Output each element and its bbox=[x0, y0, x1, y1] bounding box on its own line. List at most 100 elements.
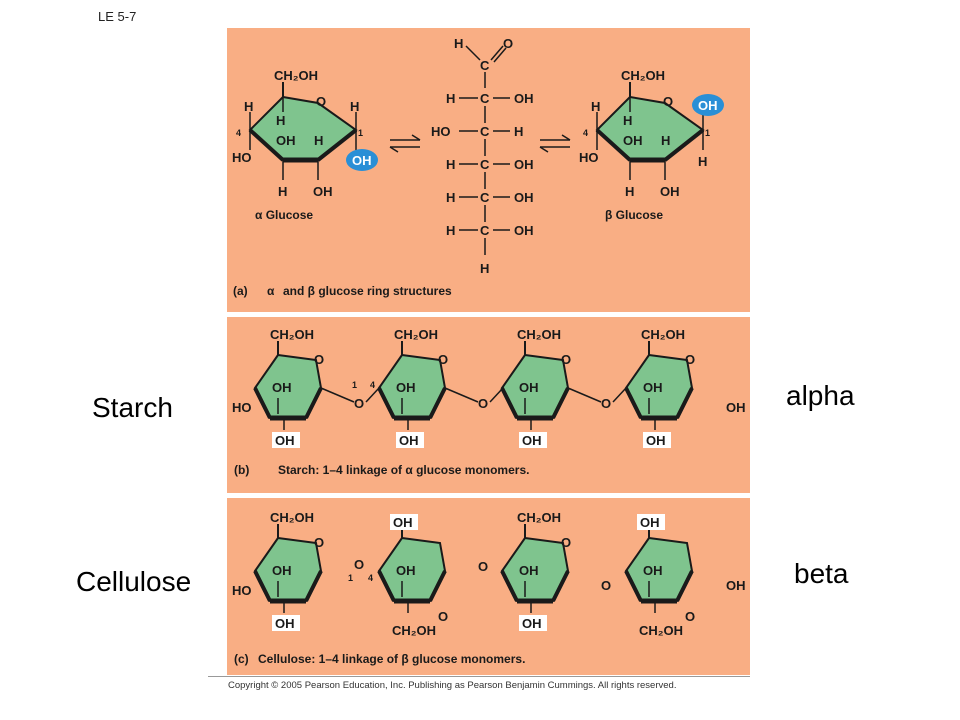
svg-text:OH: OH bbox=[522, 433, 542, 448]
alpha-glucose-name: α Glucose bbox=[255, 208, 313, 222]
glucose-monomer: OH O OH CH₂OH bbox=[377, 514, 448, 638]
svg-text:OH: OH bbox=[399, 433, 419, 448]
panel-c-tag: (c) bbox=[234, 652, 249, 666]
cellulose-label: Cellulose bbox=[76, 566, 192, 597]
svg-text:O: O bbox=[438, 609, 448, 624]
svg-text:1: 1 bbox=[358, 128, 363, 138]
panel-a-ring-structures bbox=[227, 28, 750, 312]
svg-text:OH: OH bbox=[352, 153, 372, 168]
linear-chain-row: H C OH bbox=[446, 157, 534, 189]
svg-text:H: H bbox=[454, 36, 463, 51]
svg-text:OH: OH bbox=[396, 380, 416, 395]
svg-text:CH₂OH: CH₂OH bbox=[641, 327, 685, 342]
svg-text:OH: OH bbox=[640, 515, 660, 530]
svg-text:H: H bbox=[698, 154, 707, 169]
equilibrium-arrows-right bbox=[539, 134, 571, 153]
svg-text:OH: OH bbox=[514, 91, 534, 106]
svg-text:O: O bbox=[314, 352, 324, 367]
svg-text:O: O bbox=[685, 352, 695, 367]
svg-text:HO: HO bbox=[579, 150, 599, 165]
svg-text:OH: OH bbox=[514, 190, 534, 205]
ch2oh-label: CH₂OH bbox=[274, 68, 318, 83]
svg-text:CH₂OH: CH₂OH bbox=[394, 327, 438, 342]
svg-text:C: C bbox=[480, 124, 490, 139]
svg-text:CH₂OH: CH₂OH bbox=[639, 623, 683, 638]
svg-text:CH₂OH: CH₂OH bbox=[392, 623, 436, 638]
svg-text:H: H bbox=[314, 133, 323, 148]
svg-text:H: H bbox=[244, 99, 253, 114]
beta-label: beta bbox=[794, 558, 849, 589]
glycosidic-oxygen: O bbox=[601, 578, 611, 593]
alpha-oh-highlight bbox=[346, 149, 378, 171]
svg-text:O: O bbox=[503, 36, 513, 51]
svg-text:OH: OH bbox=[313, 184, 333, 199]
slide-label: LE 5-7 bbox=[98, 9, 137, 24]
svg-text:HO: HO bbox=[232, 150, 252, 165]
svg-text:OH: OH bbox=[275, 616, 295, 631]
linear-chain-row: H C OH bbox=[446, 190, 534, 222]
svg-text:4: 4 bbox=[368, 573, 373, 583]
svg-text:CH₂OH: CH₂OH bbox=[621, 68, 665, 83]
svg-text:O: O bbox=[685, 609, 695, 624]
svg-text:H: H bbox=[625, 184, 634, 199]
glucose-monomer: OH O OH CH₂OH bbox=[624, 514, 695, 638]
svg-text:OH: OH bbox=[660, 184, 680, 199]
svg-text:O: O bbox=[561, 535, 571, 550]
svg-text:C: C bbox=[480, 223, 490, 238]
svg-text:OH: OH bbox=[514, 223, 534, 238]
svg-text:H: H bbox=[591, 99, 600, 114]
svg-text:OH: OH bbox=[396, 563, 416, 578]
glycosidic-oxygen: O bbox=[478, 559, 488, 574]
svg-text:OH: OH bbox=[272, 380, 292, 395]
svg-text:OH: OH bbox=[393, 515, 413, 530]
svg-text:O: O bbox=[561, 352, 571, 367]
svg-text:OH: OH bbox=[522, 616, 542, 631]
svg-text:1: 1 bbox=[352, 380, 357, 390]
svg-text:H: H bbox=[446, 91, 455, 106]
svg-text:H: H bbox=[480, 261, 489, 276]
ring-oxygen: O bbox=[316, 94, 326, 109]
chain-end-right: OH bbox=[726, 578, 746, 593]
starch-chain: CH₂OHOOHOHOCH₂OHOOHOHOCH₂OHOOHOHOCH₂OHOO… bbox=[232, 327, 746, 448]
panel-b-tag: (b) bbox=[234, 463, 249, 477]
svg-text:4: 4 bbox=[583, 128, 588, 138]
svg-text:α: α bbox=[267, 284, 275, 298]
glycosidic-oxygen: O bbox=[354, 557, 364, 572]
svg-text:CH₂OH: CH₂OH bbox=[270, 510, 314, 525]
linear-chain-row: H C OH bbox=[446, 91, 534, 123]
svg-text:OH: OH bbox=[275, 433, 295, 448]
svg-text:C: C bbox=[480, 190, 490, 205]
svg-text:4: 4 bbox=[236, 128, 241, 138]
cellulose-chain: CH₂OHOOHOHOOHOOHCH₂OHOCH₂OHOOHOHOOHOOHCH… bbox=[232, 510, 746, 638]
svg-text:C: C bbox=[480, 157, 490, 172]
svg-text:OH: OH bbox=[623, 133, 643, 148]
svg-text:OH: OH bbox=[643, 380, 663, 395]
chain-end-right: OH bbox=[726, 400, 746, 415]
svg-text:C: C bbox=[480, 91, 490, 106]
svg-text:OH: OH bbox=[643, 563, 663, 578]
svg-text:H: H bbox=[446, 190, 455, 205]
panel-b-caption: Starch: 1–4 linkage of α glucose monomer… bbox=[278, 463, 529, 477]
starch-label: Starch bbox=[92, 392, 173, 423]
svg-text:4: 4 bbox=[370, 380, 375, 390]
linear-chain-row: HO C H bbox=[431, 124, 523, 156]
glycosidic-oxygen: O bbox=[601, 396, 611, 411]
svg-text:OH: OH bbox=[514, 157, 534, 172]
chain-end-left: HO bbox=[232, 583, 252, 598]
svg-text:HO: HO bbox=[431, 124, 451, 139]
alpha-glucose-ring: CH₂OH O H H H OH H 4 1 HO H OH OH bbox=[232, 68, 378, 199]
svg-text:1: 1 bbox=[348, 573, 353, 583]
panel-a-tag: (a) bbox=[233, 284, 248, 298]
svg-text:OH: OH bbox=[519, 563, 539, 578]
panel-c-caption: Cellulose: 1–4 linkage of β glucose mono… bbox=[258, 652, 525, 666]
footer-divider bbox=[208, 676, 750, 677]
panel-a-caption: and β glucose ring structures bbox=[283, 284, 452, 298]
svg-text:H: H bbox=[446, 157, 455, 172]
svg-text:H: H bbox=[514, 124, 523, 139]
